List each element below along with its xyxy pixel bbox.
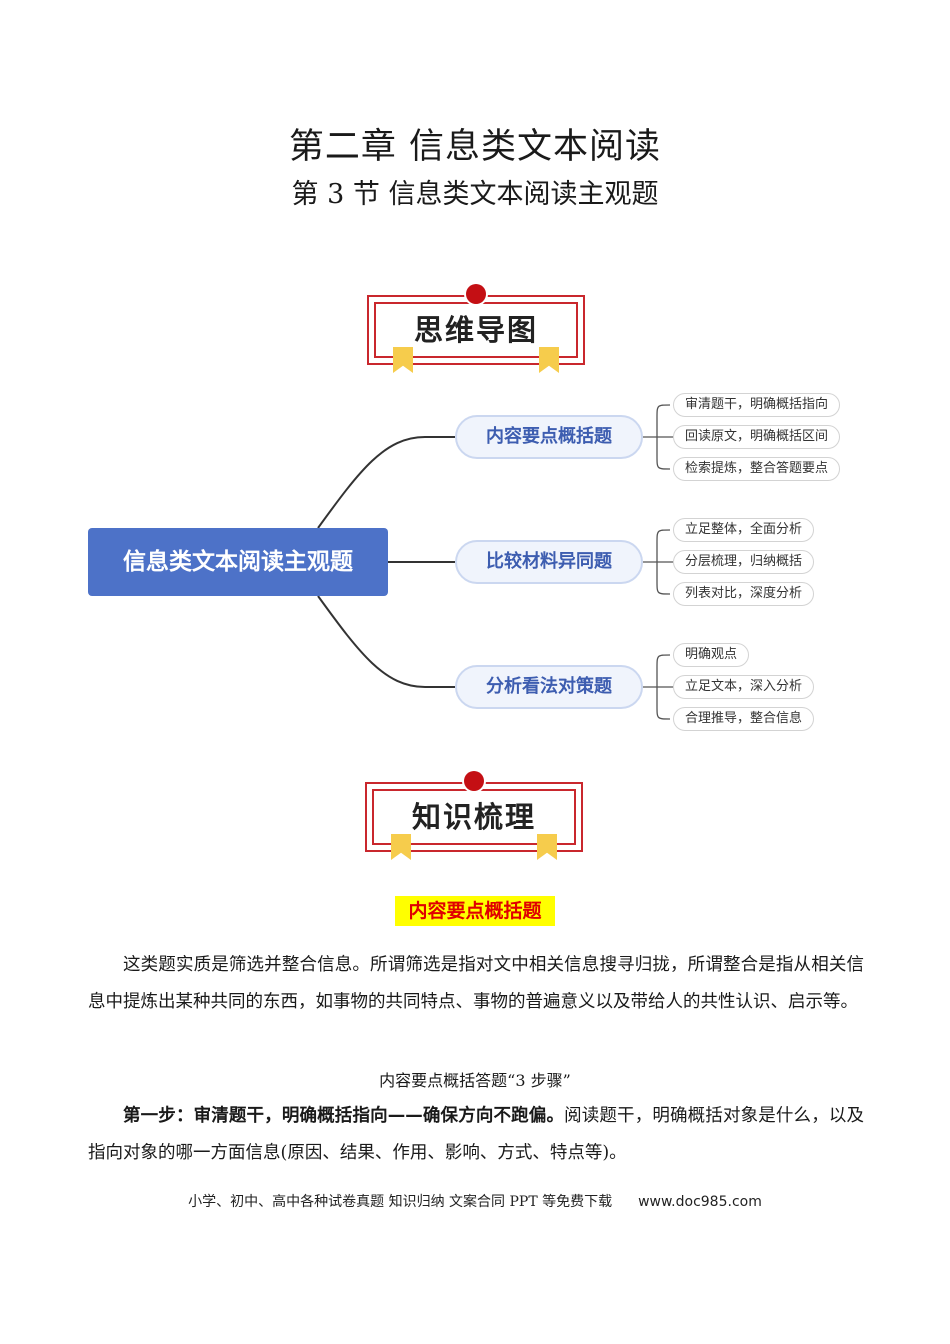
footer: 小学、初中、高中各种试卷真题 知识归纳 文案合同 PPT 等免费下载 www.do… (0, 1191, 950, 1211)
bracket-branch-2 (643, 529, 673, 595)
banner-dot-icon (466, 284, 486, 304)
leaf-item: 审清题干，明确概括指向 (673, 393, 841, 417)
mind-map: 信息类文本阅读主观题 内容要点概括题 审清题干，明确概括指向 回读原文，明确概括… (0, 380, 950, 750)
ribbon-left-icon (391, 834, 411, 860)
branch-content-summary: 内容要点概括题 (455, 415, 643, 459)
connector-branch-3 (317, 595, 455, 688)
bracket-branch-3 (643, 654, 673, 720)
banner-title: 知识梳理 (411, 800, 536, 834)
branch-analyze-views: 分析看法对策题 (455, 665, 643, 709)
leaf-item: 明确观点 (673, 643, 750, 667)
leaf-item: 列表对比，深度分析 (673, 582, 815, 606)
leaf-item: 立足整体，全面分析 (673, 518, 815, 542)
connector-branch-1 (317, 436, 455, 529)
branch-compare-materials: 比较材料异同题 (455, 540, 643, 584)
footer-site-link[interactable]: www.doc985.com (638, 1194, 762, 1210)
chapter-title: 第二章 信息类文本阅读 (288, 127, 662, 167)
banner-dot-icon (464, 771, 484, 791)
ribbon-right-icon (539, 347, 559, 373)
ribbon-right-icon (537, 834, 557, 860)
leaf-item: 检索提炼，整合答题要点 (673, 457, 841, 481)
steps-heading: 内容要点概括答题“3 步骤” (379, 1071, 571, 1090)
leaf-item: 合理推导，整合信息 (673, 707, 815, 731)
section-title: 第 3 节 信息类文本阅读主观题 (291, 179, 659, 210)
leaf-item: 分层梳理，归纳概括 (673, 550, 815, 574)
mind-map-connectors (317, 404, 673, 720)
subsection-label: 内容要点概括题 (395, 896, 555, 926)
mind-map-root: 信息类文本阅读主观题 (88, 528, 388, 596)
step-one-title: 第一步：审清题干，明确概括指向——确保方向不跑偏。 (123, 1106, 565, 1126)
leaf-item: 立足文本，深入分析 (673, 675, 815, 699)
leaf-item: 回读原文，明确概括区间 (673, 425, 841, 449)
footer-text: 小学、初中、高中各种试卷真题 知识归纳 文案合同 PPT 等免费下载 (188, 1194, 613, 1210)
ribbon-left-icon (393, 347, 413, 373)
mind-map-banner: 思维导图 (367, 284, 585, 377)
bracket-branch-1 (643, 404, 673, 470)
step-one-text: 阅读题干，明确概括对象是什么，以及指向对象的哪一方面信息(原因、结果、作用、影响… (88, 1106, 865, 1163)
knowledge-banner: 知识梳理 (365, 771, 583, 864)
step-one-paragraph: 第一步：审清题干，明确概括指向——确保方向不跑偏。阅读题干，明确概括对象是什么，… (88, 1098, 864, 1172)
banner-title: 思维导图 (413, 313, 538, 347)
intro-paragraph: 这类题实质是筛选并整合信息。所谓筛选是指对文中相关信息搜寻归拢，所谓整合是指从相… (88, 955, 864, 1012)
